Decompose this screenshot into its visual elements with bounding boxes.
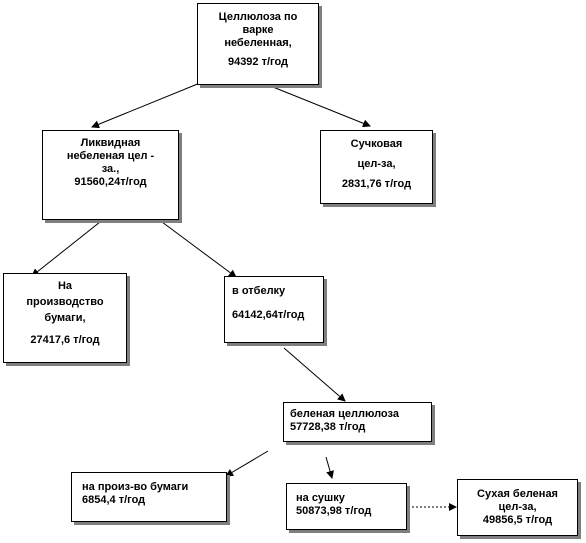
node-line: за., bbox=[101, 163, 120, 175]
arrow-liquid-to-bleach bbox=[161, 221, 237, 278]
node-line: Ликвидная bbox=[80, 137, 141, 149]
node-line: На bbox=[57, 280, 73, 292]
node-line: 27417,6 т/год bbox=[30, 334, 100, 346]
node-line: варке bbox=[242, 24, 274, 36]
node-line: производство bbox=[26, 296, 104, 308]
arrow-liquid-to-paper1 bbox=[31, 221, 101, 277]
node-line: Сухая беленая bbox=[477, 488, 558, 500]
node-line: на произ-во бумаги bbox=[82, 481, 189, 493]
node-liquid-unbleached-pulp: Ликвидная небеленая цел - за., 91560,24т… bbox=[42, 130, 179, 220]
node-line: 64142,64т/год bbox=[232, 309, 305, 321]
node-line: 94392 т/год bbox=[227, 56, 289, 68]
node-line: 91560,24т/год bbox=[74, 176, 147, 188]
node-knot-pulp: Сучковая цел-за, 2831,76 т/год bbox=[320, 130, 433, 204]
node-line: на сушку bbox=[296, 492, 345, 504]
arrow-bleach-to-bleached bbox=[283, 347, 346, 402]
node-line: 50873,98 т/год bbox=[296, 505, 372, 517]
node-line: небеленная, bbox=[224, 37, 292, 49]
node-to-drying: на сушку 50873,98 т/год bbox=[286, 483, 407, 530]
node-dry-bleached-pulp: Сухая беленая цел-за, 49856,5 т/год bbox=[457, 479, 578, 536]
node-paper-manufacturing: на произ-во бумаги 6854,4 т/год bbox=[71, 472, 227, 522]
node-line: Целлюлоза по bbox=[218, 11, 298, 23]
node-line: цел-за, bbox=[357, 158, 396, 170]
node-line: беленая целлюлоза bbox=[290, 408, 399, 420]
node-line: цел-за, bbox=[498, 501, 537, 513]
node-line: 57728,38 т/год bbox=[290, 421, 366, 433]
node-bleached-pulp: беленая целлюлоза 57728,38 т/год bbox=[283, 402, 432, 442]
node-line: Сучковая bbox=[350, 138, 403, 150]
arrow-root-to-knot bbox=[262, 82, 371, 128]
node-to-bleaching: в отбелку 64142,64т/год bbox=[224, 276, 324, 343]
arrow-root-to-liquid bbox=[91, 82, 201, 129]
arrow-bleached-to-dry bbox=[325, 456, 334, 479]
node-line: 6854,4 т/год bbox=[82, 494, 146, 506]
node-line: в отбелку bbox=[232, 285, 286, 297]
node-pulp-cooking-unbleached: Целлюлоза по варке небеленная, 94392 т/г… bbox=[197, 3, 319, 85]
node-line: 49856,5 т/год bbox=[482, 514, 553, 526]
node-paper-production: На производство бумаги, 27417,6 т/год bbox=[3, 273, 127, 363]
node-line: бумаги, bbox=[44, 312, 86, 324]
node-line: небеленая цел - bbox=[66, 150, 155, 162]
arrow-bleached-to-paper2 bbox=[225, 450, 269, 477]
node-line: 2831,76 т/год bbox=[341, 178, 412, 190]
